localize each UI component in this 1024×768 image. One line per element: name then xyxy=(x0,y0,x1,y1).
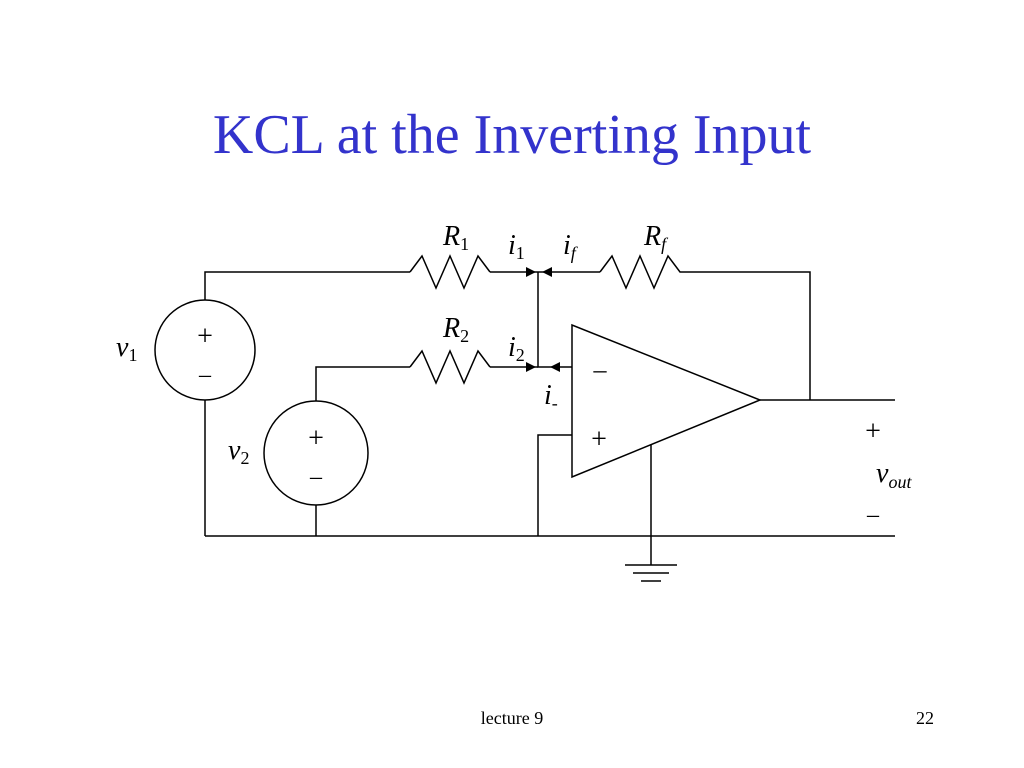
wire-noninverting xyxy=(537,434,572,536)
label-r2: R2 xyxy=(442,313,469,346)
label-i2: i2 xyxy=(508,332,525,365)
arrow-i1 xyxy=(526,267,536,277)
resistor-r2 xyxy=(409,349,491,385)
resistor-rf xyxy=(599,254,690,290)
wire-node-vertical xyxy=(537,272,572,368)
label-r1: R1 xyxy=(442,221,469,254)
label-iminus: i- xyxy=(544,380,558,413)
vout-plus-sign: + xyxy=(865,416,881,447)
resistor-r1 xyxy=(409,254,491,290)
label-vout: vout xyxy=(876,458,912,492)
footer-page-number: 22 xyxy=(916,708,934,728)
v1-plus-sign: + xyxy=(197,321,213,352)
wire-v1-top xyxy=(204,271,410,300)
arrow-if xyxy=(542,267,552,277)
arrow-i2 xyxy=(526,362,536,372)
v2-plus-sign: + xyxy=(308,423,324,454)
label-rf: Rf xyxy=(643,221,669,254)
label-v1: v1 xyxy=(116,332,137,365)
label-if: if xyxy=(563,230,579,263)
wire-rf-output xyxy=(690,271,811,400)
opamp-inverting-sign: – xyxy=(593,355,608,384)
arrow-iminus xyxy=(550,362,560,372)
v2-minus-sign: – xyxy=(309,464,323,490)
wire-v2-top xyxy=(315,366,410,401)
opamp-noninverting-sign: + xyxy=(591,424,607,455)
footer-lecture-label: lecture 9 xyxy=(480,708,544,728)
vout-minus-sign: – xyxy=(866,502,880,528)
label-i1: i1 xyxy=(508,230,525,263)
voltage-source-v2 xyxy=(263,400,369,506)
v1-minus-sign: – xyxy=(198,362,212,388)
label-v2: v2 xyxy=(228,435,249,468)
op-amp xyxy=(571,323,763,479)
voltage-source-v1 xyxy=(154,299,256,401)
ground-symbol xyxy=(625,564,677,582)
slide-title: KCL at the Inverting Input xyxy=(212,104,812,166)
